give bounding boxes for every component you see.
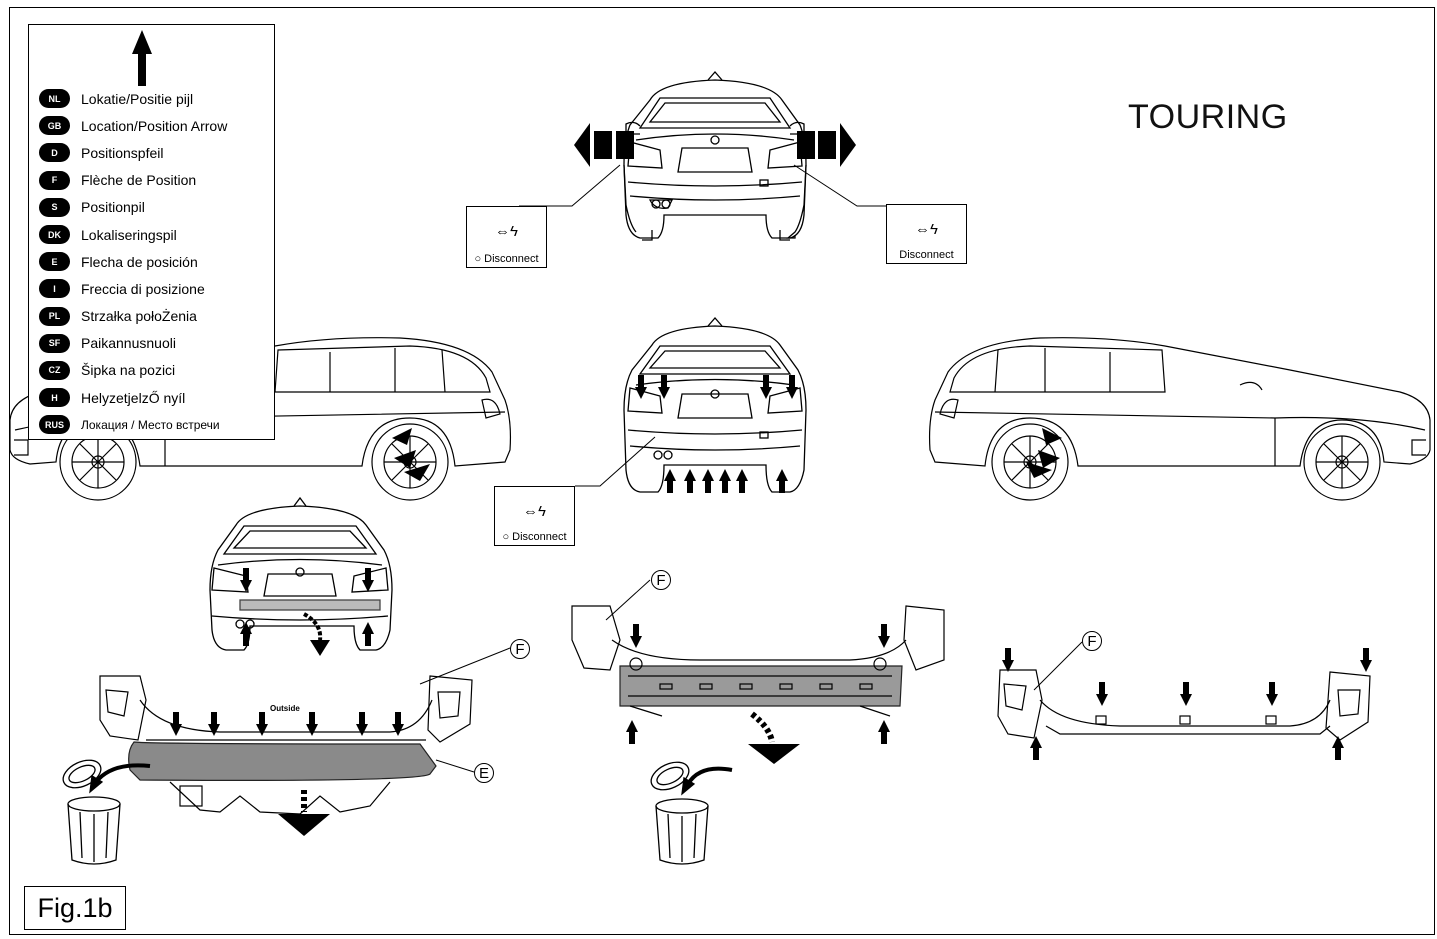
legend-label: Paikannusnuoli: [81, 335, 176, 352]
legend-label: HelyzetjelzŐ nyíl: [81, 389, 186, 406]
beam-removal-arrow-center: [748, 711, 800, 764]
figure-label: Fig.1b: [24, 886, 126, 930]
language-badge: RUS: [39, 415, 70, 435]
disconnect-plug-icon: ⇔ϟ: [523, 503, 546, 520]
curved-removal-arrow-lower: [302, 612, 330, 656]
language-badge: DK: [39, 225, 70, 245]
disconnect-text: ○ Disconnect: [474, 253, 539, 265]
disconnect-callout-left: ⇔ϟ ○ Disconnect: [466, 206, 547, 268]
part-label-f: F: [651, 570, 671, 590]
trash-bin-icon: [62, 759, 151, 865]
language-badge: E: [39, 252, 70, 272]
rear-view-car-top: [623, 71, 807, 241]
legend-label: Šipka na pozici: [81, 362, 176, 379]
rear-view-car-middle: [623, 317, 807, 493]
pull-direction-arrows: [574, 123, 856, 167]
legend-list: NL Lokatie/Positie pijl GB Location/Positi…: [39, 85, 227, 438]
legend-item: I Freccia di posizione: [39, 275, 227, 302]
beam-removal-arrow-left: [278, 790, 330, 836]
legend-item: RUS Локация / Место встречи: [39, 411, 227, 438]
disconnect-callout-middle: ⇔ϟ ○ Disconnect: [494, 486, 575, 546]
disconnect-text: Disconnect: [899, 249, 954, 261]
part-label-f: F: [510, 639, 530, 659]
part-label-e: E: [474, 763, 494, 783]
language-badge: GB: [39, 116, 70, 136]
part-label-f: F: [1082, 631, 1102, 651]
outside-label: Outside: [270, 704, 300, 713]
position-arrow-icon: [132, 30, 152, 86]
language-badge: SF: [39, 333, 70, 353]
side-view-car-right: [928, 337, 1431, 501]
legend-label: Positionspfeil: [81, 144, 164, 161]
disconnect-plug-icon: ⇔ϟ: [915, 221, 938, 238]
legend-box: NL Lokatie/Positie pijl GB Location/Positi…: [28, 24, 275, 440]
language-badge: F: [39, 170, 70, 190]
legend-item: DK Lokaliseringspil: [39, 221, 227, 248]
bumper-bracket-right: [997, 669, 1371, 741]
legend-item: H HelyzetjelzŐ nyíl: [39, 384, 227, 411]
legend-item: E Flecha de posición: [39, 248, 227, 275]
wheel-arch-arrows-left: [392, 428, 430, 481]
bumper-bracket-left: [99, 675, 473, 815]
legend-item: S Positionpil: [39, 194, 227, 221]
language-badge: PL: [39, 306, 70, 326]
legend-label: Lokatie/Positie pijl: [81, 90, 194, 107]
model-title: TOURING: [1128, 98, 1288, 136]
legend-label: Positionpil: [81, 199, 145, 216]
trash-bin-icon-center: [650, 761, 733, 865]
wheel-arch-arrows-right: [1026, 428, 1062, 478]
legend-item: D Positionspfeil: [39, 139, 227, 166]
legend-label: Location/Position Arrow: [81, 117, 228, 134]
language-badge: H: [39, 388, 70, 408]
legend-label: Локация / Место встречи: [81, 417, 220, 432]
legend-item: CZ Šipka na pozici: [39, 357, 227, 384]
language-badge: I: [39, 279, 70, 299]
legend-item: PL Strzałka połoŻenia: [39, 303, 227, 330]
disconnect-callout-right: ⇔ϟ Disconnect: [886, 204, 967, 264]
legend-item: GB Location/Position Arrow: [39, 112, 227, 139]
legend-item: F Flèche de Position: [39, 167, 227, 194]
legend-item: SF Paikannusnuoli: [39, 330, 227, 357]
legend-item: NL Lokatie/Positie pijl: [39, 85, 227, 112]
language-badge: CZ: [39, 360, 70, 380]
legend-label: Flecha de posición: [81, 253, 198, 270]
rear-view-car-lower: [209, 496, 393, 651]
language-badge: D: [39, 143, 70, 163]
language-badge: NL: [39, 89, 70, 109]
legend-label: Strzałka połoŻenia: [81, 308, 197, 325]
legend-label: Freccia di posizione: [81, 280, 205, 297]
legend-label: Flèche de Position: [81, 172, 197, 189]
language-badge: S: [39, 197, 70, 217]
legend-label: Lokaliseringspil: [81, 226, 177, 243]
disconnect-text: ○ Disconnect: [502, 531, 567, 543]
disconnect-plug-icon: ⇔ϟ: [495, 223, 518, 240]
bracket-bolt-arrows-right: [1002, 648, 1372, 760]
bumper-beam-center: [571, 605, 945, 717]
